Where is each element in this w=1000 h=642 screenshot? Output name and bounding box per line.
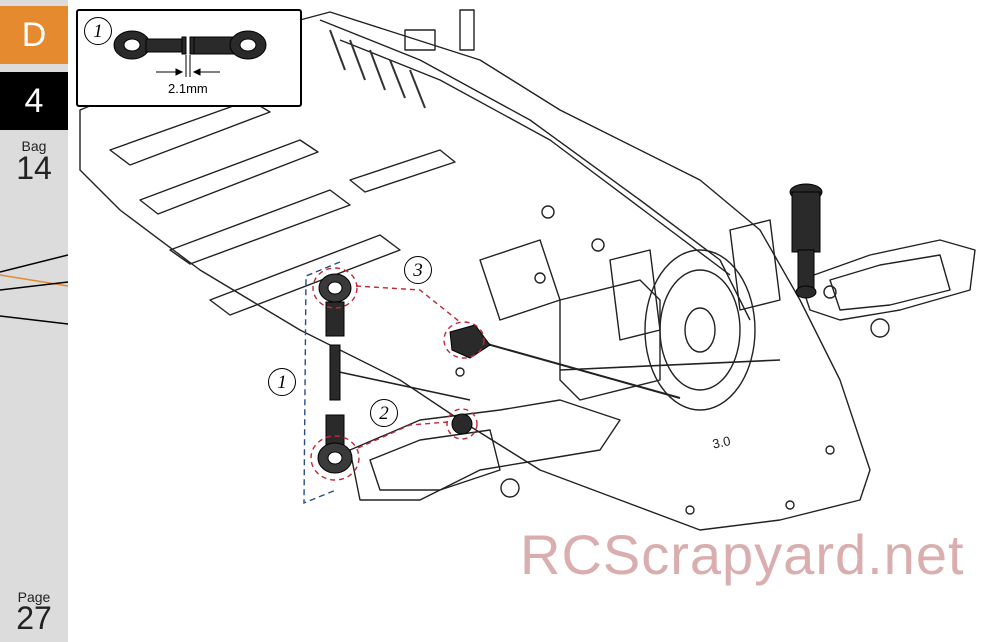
chassis-plate (79, 11, 871, 531)
chassis-slot (139, 139, 319, 215)
bag-label: Bag (21, 138, 47, 154)
steering-link (479, 341, 681, 399)
bag-number: 14 (16, 150, 52, 186)
callout-step-3: 3 (404, 256, 432, 284)
drive-belt (339, 39, 731, 276)
highlight-circle (310, 435, 360, 481)
bulkhead (479, 239, 561, 321)
watermark: RCScrapyard.net (520, 523, 965, 586)
bulkhead (609, 249, 661, 341)
callout-step-1: 1 (268, 368, 296, 396)
chassis-slot (109, 99, 271, 166)
guide-line (357, 421, 449, 449)
callout-step-2: 2 (370, 399, 398, 427)
page-label: Page (17, 589, 51, 605)
highlight-circle (443, 321, 485, 359)
body-post (789, 183, 823, 299)
chassis-slot (349, 149, 456, 193)
chassis-marking: 3.0 (711, 433, 732, 451)
section-tab: D (0, 6, 68, 64)
drive-belt (319, 19, 751, 321)
sidebar: D 4 Bag 14 Page 27 (0, 0, 68, 642)
turnbuckle-parts (317, 273, 353, 474)
chassis-drawing: 3.0 (79, 9, 976, 531)
detail-inset: 1 2.1mm (76, 9, 302, 107)
chassis-slot (209, 234, 401, 316)
bulkhead (729, 219, 781, 311)
turnbuckle-detail (113, 30, 267, 77)
step-tab: 4 (0, 72, 68, 130)
inset-callout: 1 (84, 17, 112, 45)
highlight-circle (312, 267, 358, 309)
pulley (644, 249, 756, 411)
page-number: 27 (16, 600, 52, 636)
highlight-circle (446, 408, 478, 440)
measurement-label: 2.1mm (168, 81, 208, 96)
steering-link (329, 369, 471, 401)
sidebar-lines (0, 254, 68, 325)
suspension-arm (799, 239, 976, 321)
chassis-slot (169, 189, 351, 265)
guide-line (355, 285, 461, 323)
bulkhead (559, 279, 661, 401)
assembly-bracket (303, 261, 341, 505)
